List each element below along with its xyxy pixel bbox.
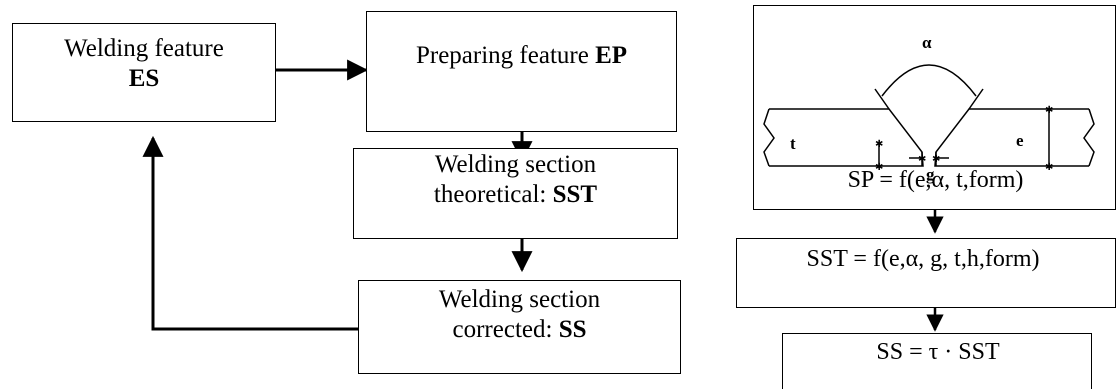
svg-text:✱: ✱ xyxy=(918,154,926,165)
welding-feature-code: ES xyxy=(128,65,160,92)
svg-text:✱: ✱ xyxy=(1045,105,1053,116)
section-theoretical-line1: Welding section xyxy=(434,151,597,178)
section-corrected-code: SS xyxy=(558,316,587,343)
section-corrected-line2: corrected: xyxy=(452,316,553,343)
v-groove-joint-diagram: ✱ ✱ ✱ ✱ ✱ ✱ α e t g xyxy=(763,33,1095,184)
angle-label: α xyxy=(922,33,932,52)
welding-feature-text: Welding feature xyxy=(64,35,224,62)
svg-text:✱: ✱ xyxy=(875,162,883,173)
arrow-ss-to-es xyxy=(142,135,358,331)
welding-feature-box: Welding feature ES xyxy=(12,23,276,122)
sp-formula: SP = f(e,α, t,form) xyxy=(847,167,1024,193)
ss-formula: SS = τ · SST xyxy=(876,339,1000,365)
svg-text:✱: ✱ xyxy=(932,154,940,165)
section-corrected-box: Welding section corrected: SS xyxy=(358,280,681,374)
sst-formula: SST = f(e,α, g, t,h,form) xyxy=(806,246,1040,272)
preparing-feature-text: Preparing feature xyxy=(415,42,589,69)
svg-text:✱: ✱ xyxy=(875,139,883,150)
thickness-label: e xyxy=(1016,131,1024,150)
section-theoretical-line2: theoretical: xyxy=(433,181,547,208)
gap-label: g xyxy=(926,165,935,184)
preparing-feature-box: Preparing feature EP xyxy=(366,11,677,132)
section-theoretical-box: Welding section theoretical: SST xyxy=(353,148,678,239)
joint-diagram-box: ✱ ✱ ✱ ✱ ✱ ✱ α e t g SP = f(e,α, t,form) xyxy=(753,5,1116,210)
svg-text:✱: ✱ xyxy=(1045,162,1053,173)
t-label: t xyxy=(790,134,796,153)
ss-formula-box: SS = τ · SST xyxy=(782,333,1092,389)
section-corrected-line1: Welding section xyxy=(438,286,601,313)
preparing-feature-code: EP xyxy=(595,42,628,69)
sst-formula-box: SST = f(e,α, g, t,h,form) xyxy=(736,238,1116,308)
section-theoretical-code: SST xyxy=(552,181,598,208)
